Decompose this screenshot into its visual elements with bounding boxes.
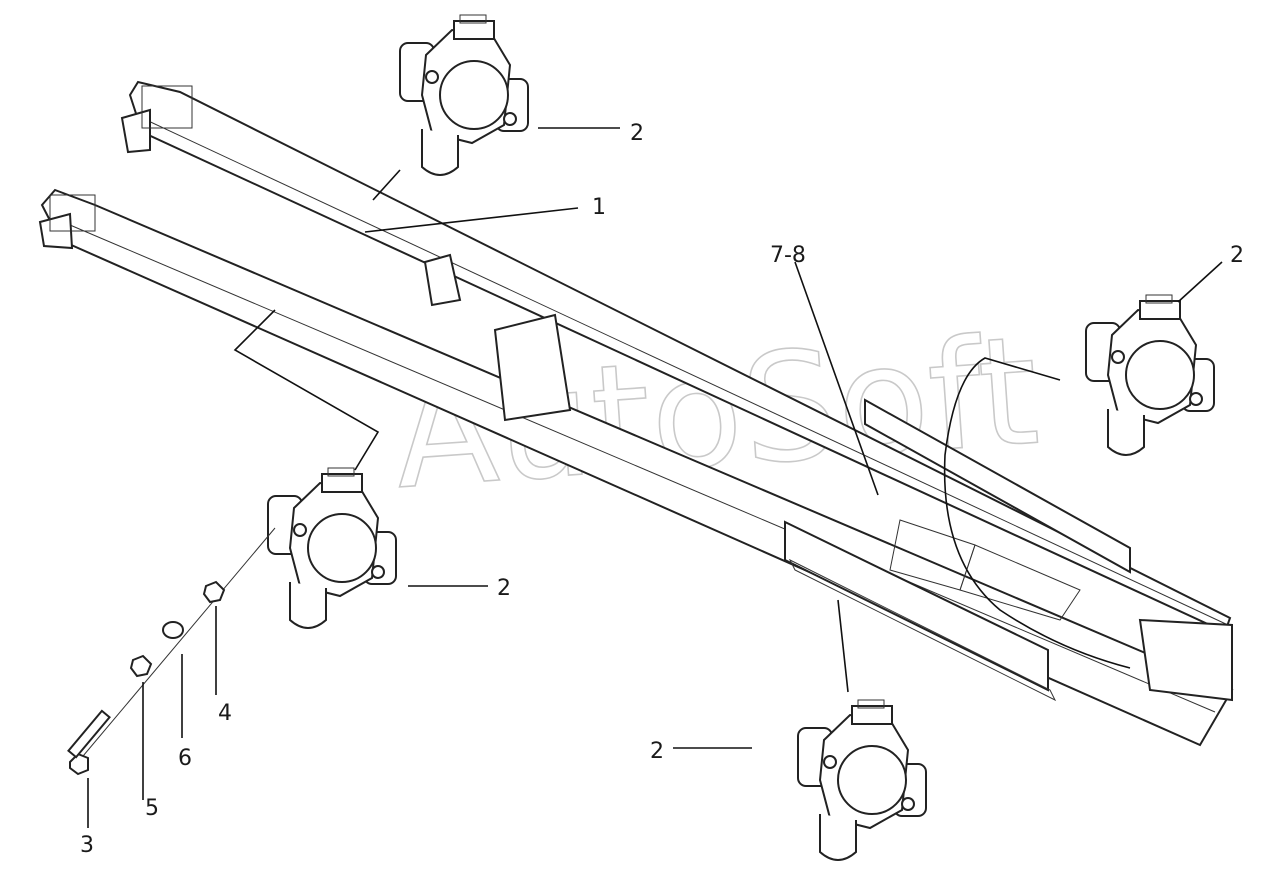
bolt: [69, 752, 89, 776]
callout-2-right: 2: [1230, 243, 1244, 268]
valve-assembly-mid: [267, 467, 397, 629]
nut-5: [129, 654, 153, 678]
fasteners: [67, 527, 276, 776]
washer-6: [162, 621, 184, 639]
callout-3: 3: [80, 833, 94, 858]
chassis-frame: [38, 80, 1234, 747]
valve-assembly-bottom: [797, 699, 927, 861]
callout-7-8: 7-8: [770, 243, 806, 268]
valve-assembly-top: [399, 14, 529, 176]
leader-lines: [87, 127, 1223, 828]
callout-2-top: 2: [630, 121, 644, 146]
callout-6: 6: [178, 746, 192, 771]
callout-4: 4: [218, 701, 232, 726]
valve-assembly-right: [1085, 294, 1215, 456]
callout-5: 5: [145, 796, 159, 821]
nut-4: [202, 580, 226, 604]
callout-2-mid: 2: [497, 576, 511, 601]
callout-2-bottom: 2: [650, 739, 664, 764]
callout-1: 1: [592, 195, 606, 220]
